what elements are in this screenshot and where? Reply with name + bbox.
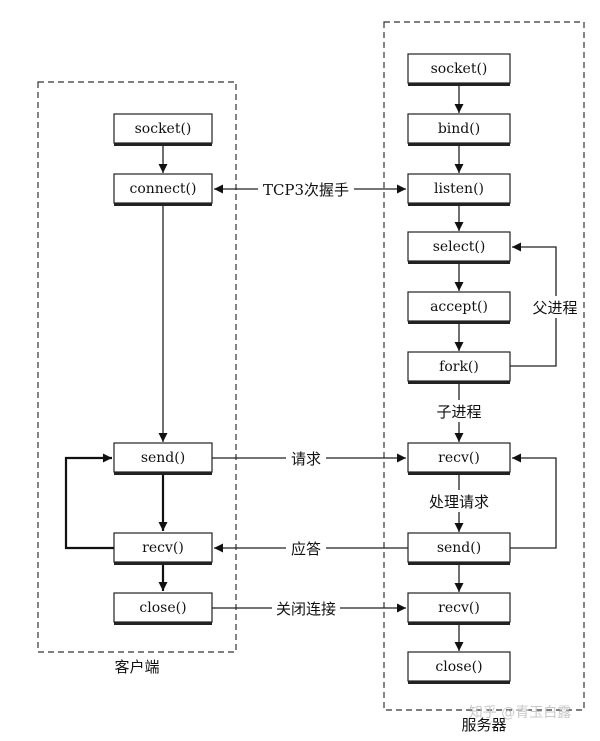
client-send-label: send() [141,450,185,466]
server-recv2-box: recv() [407,592,511,625]
client-recv-label: recv() [142,540,184,556]
server-send-box: send() [407,532,511,565]
client-connect-label: connect() [130,181,197,197]
request-label-bg [286,448,326,468]
client-close-label: close() [139,600,186,616]
server-accept-box: accept() [407,291,511,324]
client-region [37,81,237,653]
server-close-box: close() [407,651,511,684]
server-send-label: send() [437,540,481,556]
client-socket-box: socket() [113,113,213,146]
close-connection-label-bg [272,598,340,618]
request-label: 请求 [291,450,321,468]
server-recv-label: recv() [438,450,480,466]
server-select-box: select() [407,231,511,264]
server-recv2-label: recv() [438,600,480,616]
server-close-label: close() [435,659,482,675]
server-bind-box: bind() [407,113,511,146]
client-close-box: close() [113,592,213,625]
server-listen-label: listen() [434,181,484,197]
server-listen-box: listen() [407,173,511,206]
client-region-label: 客户端 [114,658,159,676]
tcp-handshake-label: TCP3次握手 [263,181,349,199]
client-connect-box: connect() [113,173,213,206]
server-region [383,21,585,711]
handshake-label-bg [258,179,354,199]
server-fork-box: fork() [407,351,511,384]
server-region-label: 服务器 [461,716,506,734]
response-label-bg [286,538,326,558]
client-socket-label: socket() [135,121,192,137]
parent-process-label: 父进程 [532,299,577,317]
client-recv-box: recv() [113,532,213,565]
watermark-text: 知乎 @青玉白露 [469,704,571,721]
client-loop-arrow [64,453,114,550]
server-select-label: select() [433,239,486,255]
child-process-loop-arrow [510,453,557,549]
server-socket-label: socket() [431,61,488,77]
parent-process-label-bg [528,296,582,318]
server-fork-label: fork() [439,359,479,375]
handle-request-label-bg [420,490,498,512]
response-label: 应答 [291,540,321,558]
child-process-label: 子进程 [436,403,481,421]
server-socket-box: socket() [407,53,511,86]
server-recv-box: recv() [407,442,511,475]
child-process-label-bg [428,400,488,422]
server-bind-label: bind() [438,121,480,137]
close-connection-label: 关闭连接 [276,600,336,618]
handle-request-label: 处理请求 [429,493,489,511]
server-accept-label: accept() [430,299,488,315]
client-send-box: send() [113,442,213,475]
